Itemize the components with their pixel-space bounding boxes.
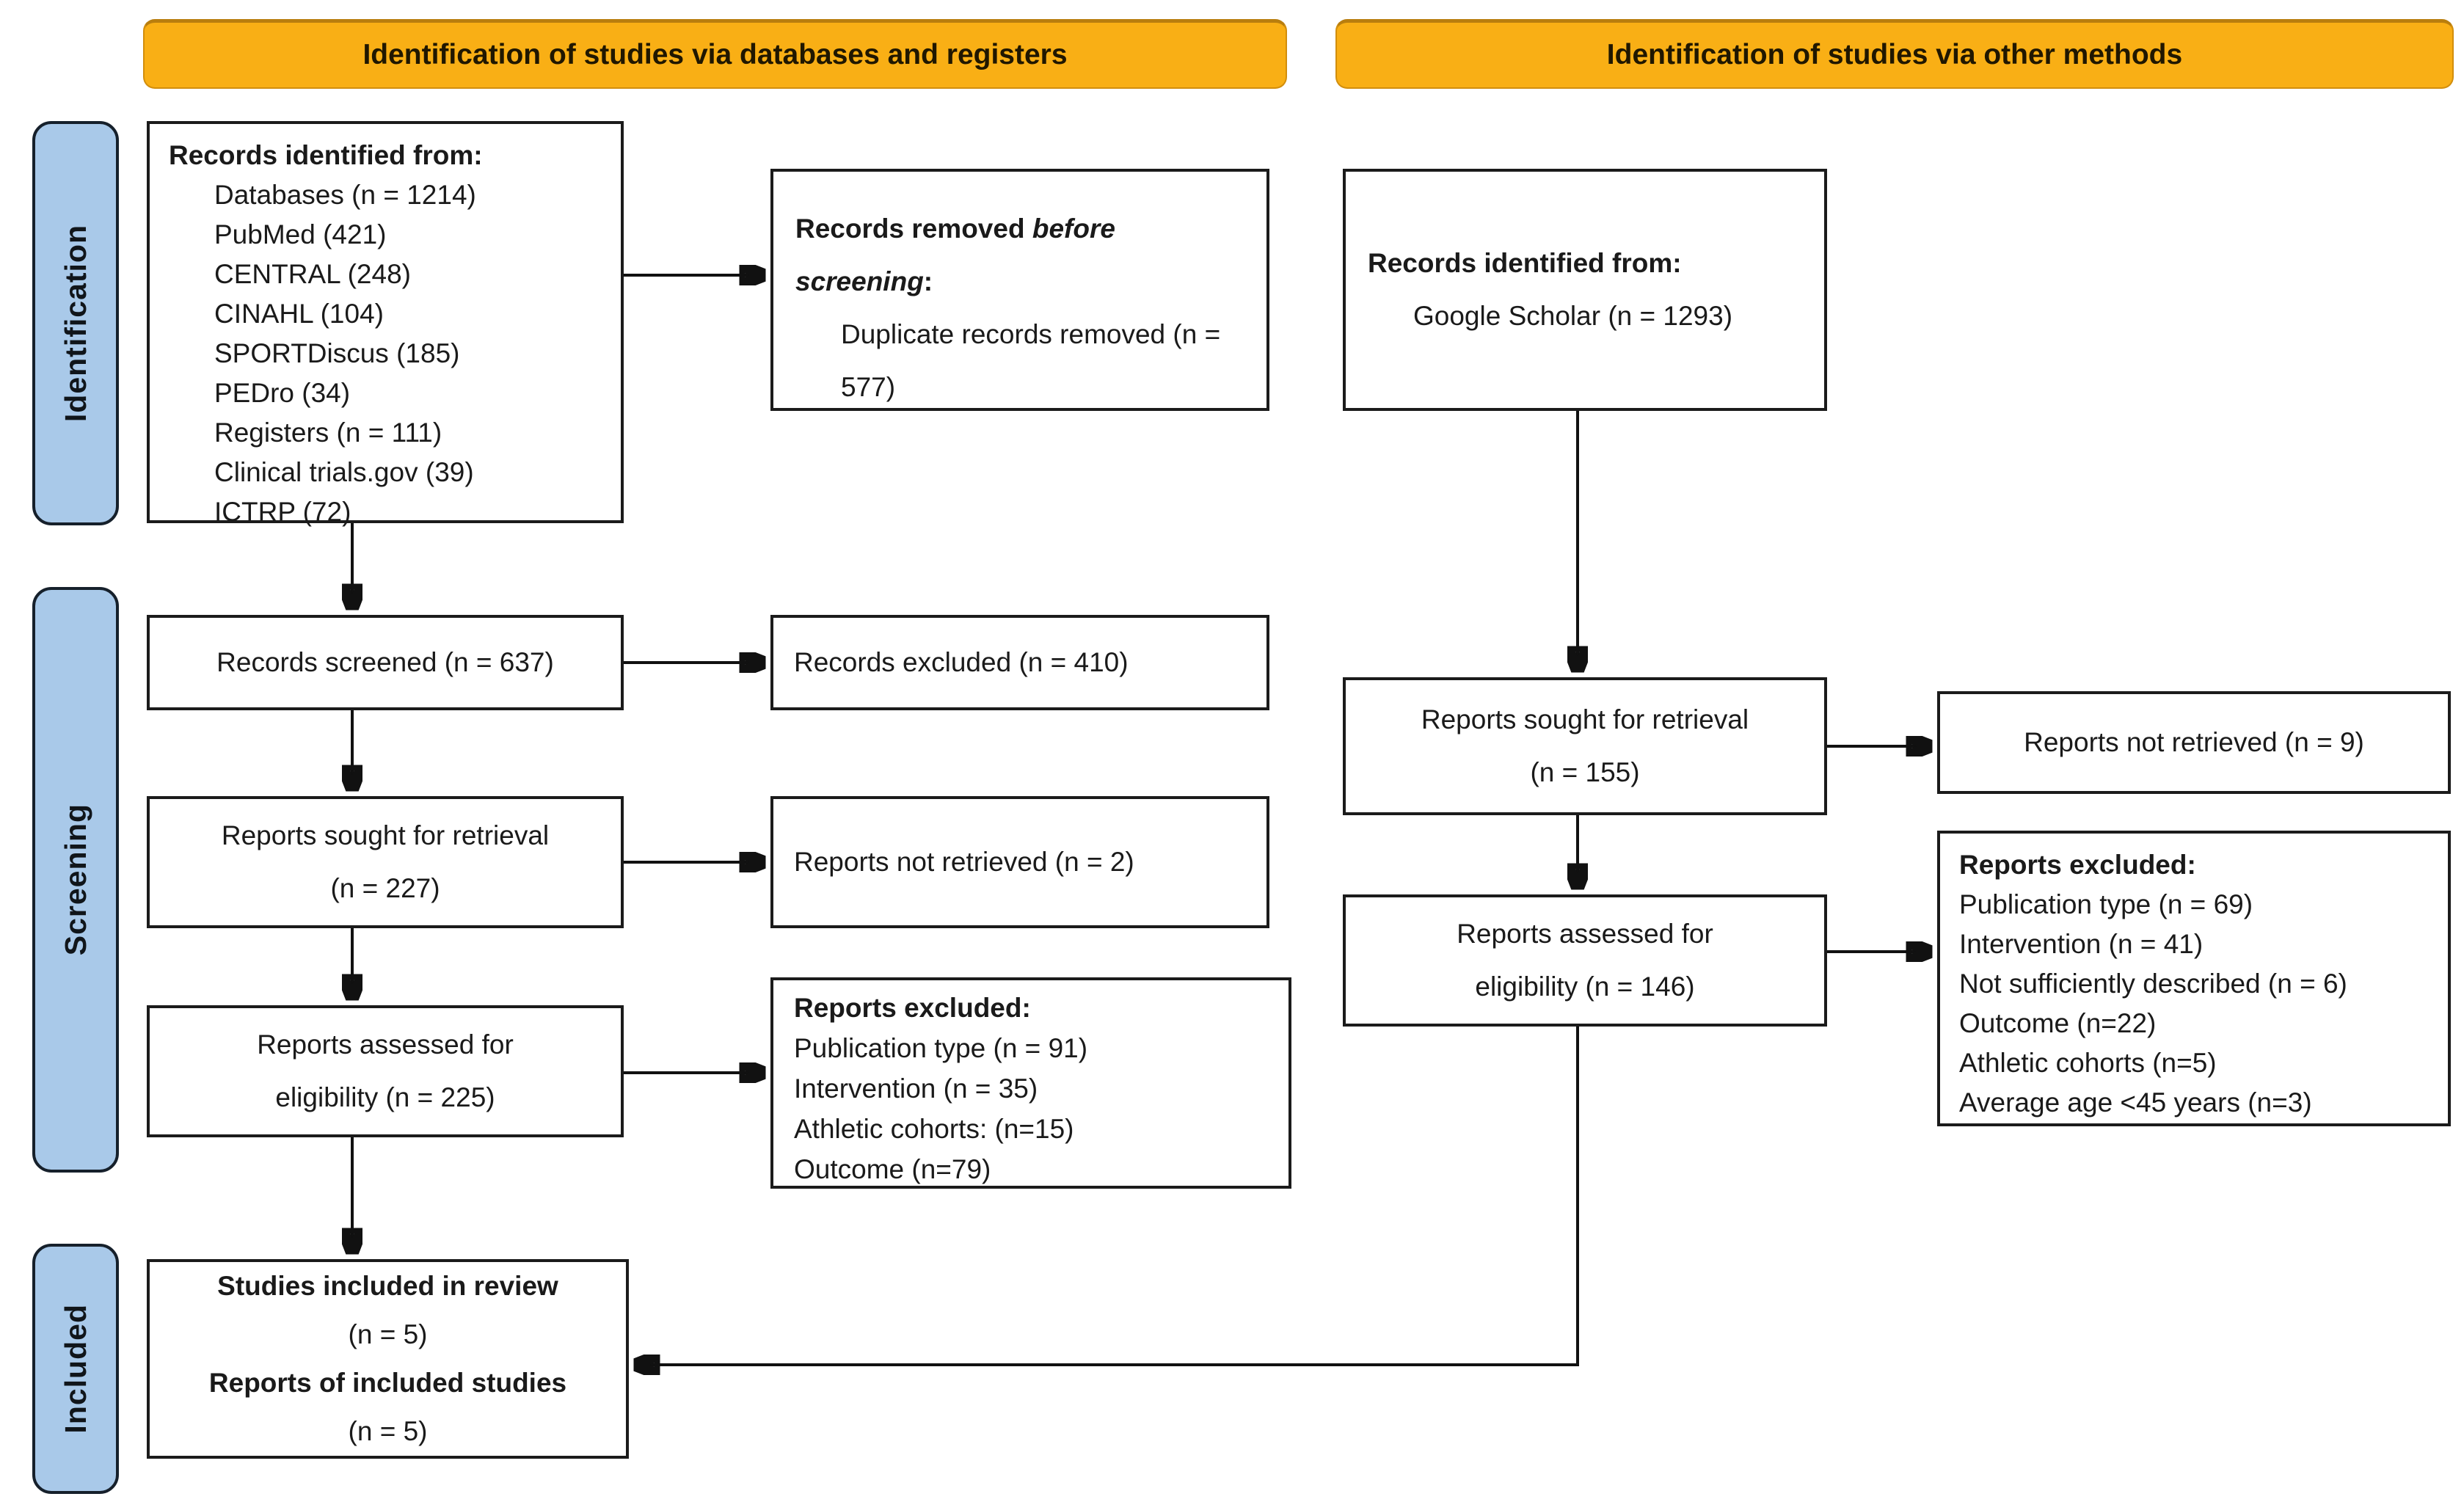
list-item: Publication type (n = 91) xyxy=(794,1033,1088,1063)
box-line1: Reports sought for retrieval xyxy=(1421,704,1749,734)
box-item-list: Duplicate records removed (n = 577) xyxy=(841,308,1247,414)
box-line2: (n = 155) xyxy=(1530,757,1640,787)
box-line1: Reports sought for retrieval xyxy=(221,820,550,850)
box-text: Records screened (n = 637) xyxy=(216,647,554,677)
box-text: Reports not retrieved (n = 2) xyxy=(794,847,1134,877)
box-reports-assessed-other: Reports assessed for eligibility (n = 14… xyxy=(1343,894,1827,1027)
box-line1: Reports assessed for xyxy=(257,1029,514,1060)
box-title: Reports excluded: xyxy=(1959,850,2196,880)
box-line2: (n = 5) xyxy=(348,1319,428,1349)
box-item-list: Google Scholar (n = 1293) xyxy=(1413,290,1824,343)
list-item: Intervention (n = 41) xyxy=(1959,929,2204,959)
box-title: Records identified from: xyxy=(169,140,483,170)
box-title: Records removed before screening: xyxy=(795,214,1115,296)
stage-screening: Screening xyxy=(32,587,119,1173)
box-reports-sought-databases: Reports sought for retrieval (n = 227) xyxy=(147,796,624,928)
banner-left-label: Identification of studies via databases … xyxy=(362,39,1068,70)
box-line1: Studies included in review xyxy=(217,1271,558,1301)
list-item: CENTRAL (248) xyxy=(214,259,411,289)
list-item: Athletic cohorts: (n=15) xyxy=(794,1114,1074,1144)
list-item: PubMed (421) xyxy=(214,219,387,249)
stage-identification: Identification xyxy=(32,121,119,525)
box-item-list: Databases (n = 1214) PubMed (421) CENTRAL … xyxy=(169,175,608,532)
box-reports-sought-other: Reports sought for retrieval (n = 155) xyxy=(1343,677,1827,815)
box-item-list: Publication type (n = 91) Intervention (n… xyxy=(794,1028,1277,1189)
box-reports-not-retrieved-databases: Reports not retrieved (n = 2) xyxy=(770,796,1269,928)
box-text: Reports not retrieved (n = 9) xyxy=(2024,727,2364,757)
list-item: ICTRP (72) xyxy=(214,497,351,527)
list-item: Athletic cohorts (n=5) xyxy=(1959,1048,2217,1078)
stage-identification-label: Identification xyxy=(58,224,92,423)
list-item: Clinical trials.gov (39) xyxy=(214,457,474,487)
list-item: Average age <45 years (n=3) xyxy=(1959,1087,2312,1118)
banner-databases-registers: Identification of studies via databases … xyxy=(143,19,1287,89)
box-title: Records identified from: xyxy=(1368,248,1682,278)
box-reports-assessed-databases: Reports assessed for eligibility (n = 22… xyxy=(147,1005,624,1137)
list-item: PEDro (34) xyxy=(214,378,351,408)
list-item: Google Scholar (n = 1293) xyxy=(1413,301,1733,331)
box-line3: Reports of included studies xyxy=(208,1368,567,1398)
stage-included: Included xyxy=(32,1244,119,1494)
box-text: Records excluded (n = 410) xyxy=(794,647,1129,677)
box-line4: (n = 5) xyxy=(348,1416,428,1446)
box-line2: (n = 227) xyxy=(330,873,440,903)
list-item: CINAHL (104) xyxy=(214,299,384,329)
list-item: Publication type (n = 69) xyxy=(1959,889,2253,919)
box-records-excluded: Records excluded (n = 410) xyxy=(770,615,1269,710)
list-item: Outcome (n=79) xyxy=(794,1154,991,1184)
stage-screening-label: Screening xyxy=(58,803,92,956)
box-title: Reports excluded: xyxy=(794,993,1031,1023)
list-item: Databases (n = 1214) xyxy=(214,180,476,210)
list-item: Duplicate records removed (n = 577) xyxy=(841,319,1221,402)
box-records-identified-databases: Records identified from: Databases (n = … xyxy=(147,121,624,527)
box-reports-excluded-databases: Reports excluded: Publication type (n = … xyxy=(770,977,1291,1189)
list-item: Intervention (n = 35) xyxy=(794,1073,1038,1104)
list-item: Registers (n = 111) xyxy=(214,418,442,448)
box-reports-not-retrieved-other: Reports not retrieved (n = 9) xyxy=(1937,691,2451,794)
box-records-identified-google-scholar: Records identified from: Google Scholar … xyxy=(1343,169,1827,411)
list-item: SPORTDiscus (185) xyxy=(214,338,460,368)
list-item: Not sufficiently described (n = 6) xyxy=(1959,969,2347,999)
box-reports-excluded-other: Reports excluded: Publication type (n = … xyxy=(1937,831,2451,1126)
box-line2: eligibility (n = 225) xyxy=(275,1082,495,1112)
list-item: Outcome (n=22) xyxy=(1959,1008,2157,1038)
box-records-removed-before-screening: Records removed before screening: Duplic… xyxy=(770,169,1269,411)
banner-other-methods: Identification of studies via other meth… xyxy=(1335,19,2454,89)
box-item-list: Publication type (n = 69) Intervention (n… xyxy=(1959,885,2438,1123)
banner-right-label: Identification of studies via other meth… xyxy=(1606,39,2183,70)
box-studies-included: Studies included in review (n = 5) Repor… xyxy=(147,1259,629,1459)
box-records-screened: Records screened (n = 637) xyxy=(147,615,624,710)
box-line2: eligibility (n = 146) xyxy=(1475,971,1695,1002)
box-line1: Reports assessed for xyxy=(1457,919,1713,949)
stage-included-label: Included xyxy=(58,1304,92,1434)
